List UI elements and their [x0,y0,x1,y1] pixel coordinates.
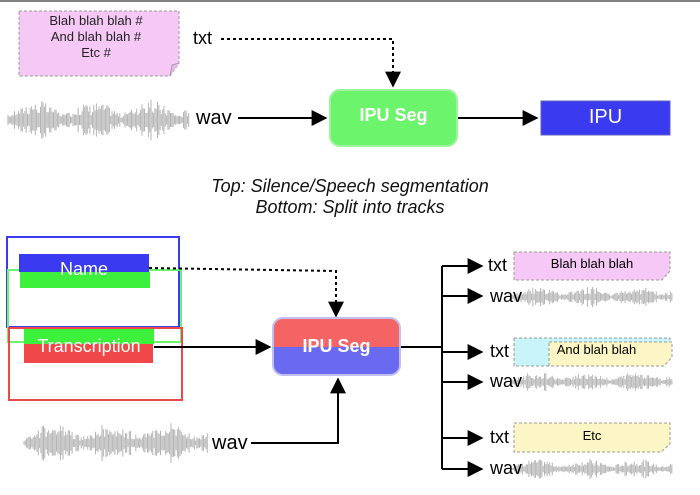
top-note: Blah blah blah # And blah blah # Etc # [21,13,171,61]
output-arrows [442,258,484,477]
bottom-ipu-seg-label: IPU Seg [302,336,371,356]
output-waveform-1 [511,286,673,308]
waveform-trace [23,423,208,463]
top-ipu-label: IPU [588,106,623,128]
output-txt-label-3: txt [490,427,510,447]
output-wav-label-3: wav [490,458,523,478]
output-note-text-2: And blah blah [556,342,637,357]
transcription-tier-label: Transcription [37,336,141,356]
top-ipu-seg-box [329,89,458,147]
bottom-wav-arrow [251,377,346,444]
top-note-line: Etc # [81,45,111,60]
output-txt-label-2: txt [490,341,510,361]
top-ipu-box [540,100,671,136]
waveform-bottom [23,423,208,463]
name-tier-label: Name [59,259,108,279]
output-note-text-1: Blah blah blah [550,256,634,271]
output-waveform-3 [511,458,673,480]
name-tier-blue-bar [19,254,149,272]
name-tier-green-bar [20,272,150,288]
waveform-trace [511,372,673,392]
output-note-1 [513,251,671,281]
output-wav-label-1: wav [490,286,523,306]
waveform-trace [511,458,673,480]
top-note-line: Blah blah blah # [49,13,143,28]
bottom-wav-label: wav [212,432,248,454]
top-ipu-seg-label: IPU Seg [359,105,428,125]
tier-frame-red [8,327,183,401]
waveform-trace [7,99,190,141]
top-wav-label: wav [196,107,232,129]
bottom-ipu-seg-box [273,318,400,375]
output-waveform-2 [511,372,673,392]
caption-line-2: Bottom: Split into tracks [255,197,445,217]
output-note-text-3: Etc [582,428,602,443]
waveform-top [7,99,190,141]
transcription-tier-green-bar [24,329,154,344]
caption-line-1: Top: Silence/Speech segmentation [211,176,489,196]
output-wav-label-2: wav [490,371,523,391]
top-note-shape [18,10,180,77]
top-txt-arrow [221,38,401,88]
output-note-3 [513,422,671,453]
top-note-line: And blah blah # [50,29,142,44]
waveform-trace [511,286,673,308]
transcription-tier-red-bar [24,344,153,363]
name-to-seg-arrow [148,267,344,318]
output-note-2 [548,341,673,367]
top-txt-label: txt [193,28,213,48]
caption: Top: Silence/Speech segmentation Bottom:… [0,176,700,218]
output-txt-label-1: txt [488,255,508,275]
